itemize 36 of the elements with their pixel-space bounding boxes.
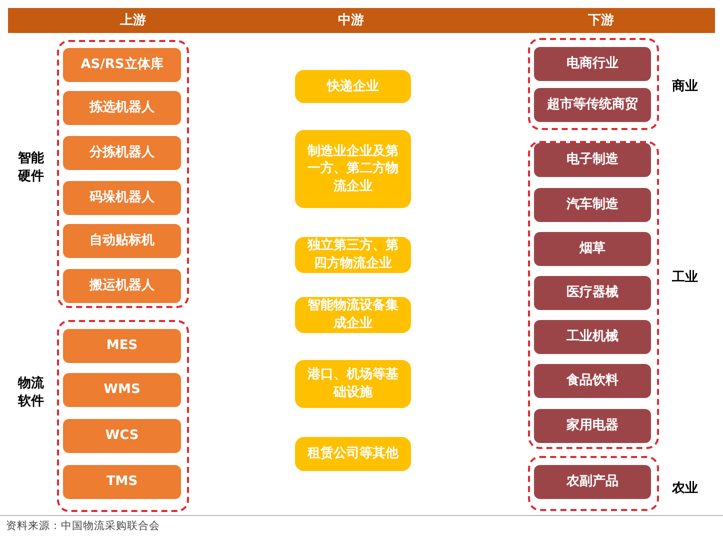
group-title: 工业 xyxy=(672,269,699,287)
category-box: MES xyxy=(63,329,181,363)
group-title: 智能硬件 xyxy=(18,150,45,186)
category-box: 租赁公司等其他 xyxy=(295,437,411,471)
category-box: AS/RS立体库 xyxy=(63,48,181,82)
category-box: 工业机械 xyxy=(534,320,651,354)
category-box: 搬运机器人 xyxy=(63,269,181,303)
group-title: 物流软件 xyxy=(18,375,45,412)
category-box: 码垛机器人 xyxy=(63,181,181,215)
category-box: 拣选机器人 xyxy=(63,91,181,125)
group-title: 商业 xyxy=(672,78,699,96)
category-box: 家用电器 xyxy=(534,409,651,443)
category-box: 汽车制造 xyxy=(534,188,651,222)
category-box: WCS xyxy=(63,419,181,453)
category-box: 电商行业 xyxy=(534,47,651,81)
category-box: 分拣机器人 xyxy=(63,136,181,170)
category-box: 食品饮料 xyxy=(534,364,651,398)
source-note: 资料来源：中国物流采购联合会 xyxy=(6,519,160,533)
header-bar xyxy=(8,8,715,33)
category-box: 农副产品 xyxy=(534,465,651,499)
category-box: 医疗器械 xyxy=(534,276,651,310)
category-box: 智能物流设备集成企业 xyxy=(295,297,411,333)
column-heading: 下游 xyxy=(588,12,614,29)
category-box: TMS xyxy=(63,465,181,499)
category-box: 超市等传统商贸 xyxy=(534,88,651,122)
category-box: 电子制造 xyxy=(534,143,651,177)
category-box: 港口、机场等基础设施 xyxy=(295,360,411,408)
category-box: 制造业企业及第一方、第二方物流企业 xyxy=(295,130,411,208)
category-box: 自动贴标机 xyxy=(63,224,181,258)
category-box: WMS xyxy=(63,373,181,407)
group-title: 农业 xyxy=(672,480,699,498)
category-box: 烟草 xyxy=(534,232,651,266)
category-box: 独立第三方、第四方物流企业 xyxy=(295,237,411,273)
column-heading: 中游 xyxy=(338,12,364,29)
category-box: 快递企业 xyxy=(295,70,411,103)
column-heading: 上游 xyxy=(120,12,146,29)
